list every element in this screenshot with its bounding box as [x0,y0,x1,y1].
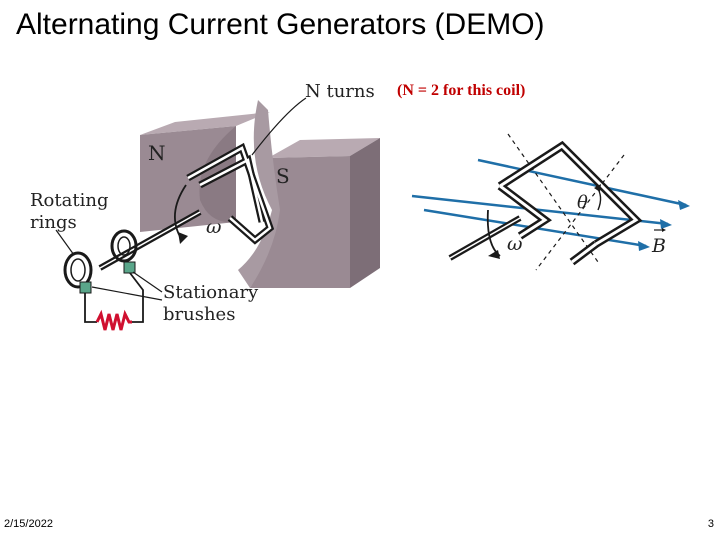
slide-page-number: 3 [707,518,714,530]
external-circuit [84,272,144,323]
field-diagram [411,133,690,271]
stationary-brushes-label-line2: brushes [163,304,235,325]
omega-label-left: ω [206,216,222,238]
coil-axis-dashed [507,133,599,263]
theta-label: θ [577,192,588,213]
north-pole-magnet [140,112,270,232]
south-pole-magnet [238,100,380,288]
field-line-1 [477,158,687,207]
omega-label-right: ω [507,233,523,255]
coil-turns-note: (N = 2 for this coil) [397,82,526,99]
south-label: S [276,164,290,188]
field-b-label: B [651,235,666,257]
normal-dashed [535,154,625,271]
stationary-brushes-label-line1: Stationary [163,282,259,303]
rotating-rings [63,229,138,289]
slide-date: 2/15/2022 [4,518,53,530]
slide-title: Alternating Current Generators (DEMO) [16,8,545,41]
n-turns-label: N turns [305,81,375,102]
rotating-rings-label-line2: rings [30,212,77,233]
north-label: N [148,141,166,165]
field-line-2 [411,194,669,226]
rotating-rings-label-line1: Rotating [30,190,108,211]
resistor [95,309,132,331]
